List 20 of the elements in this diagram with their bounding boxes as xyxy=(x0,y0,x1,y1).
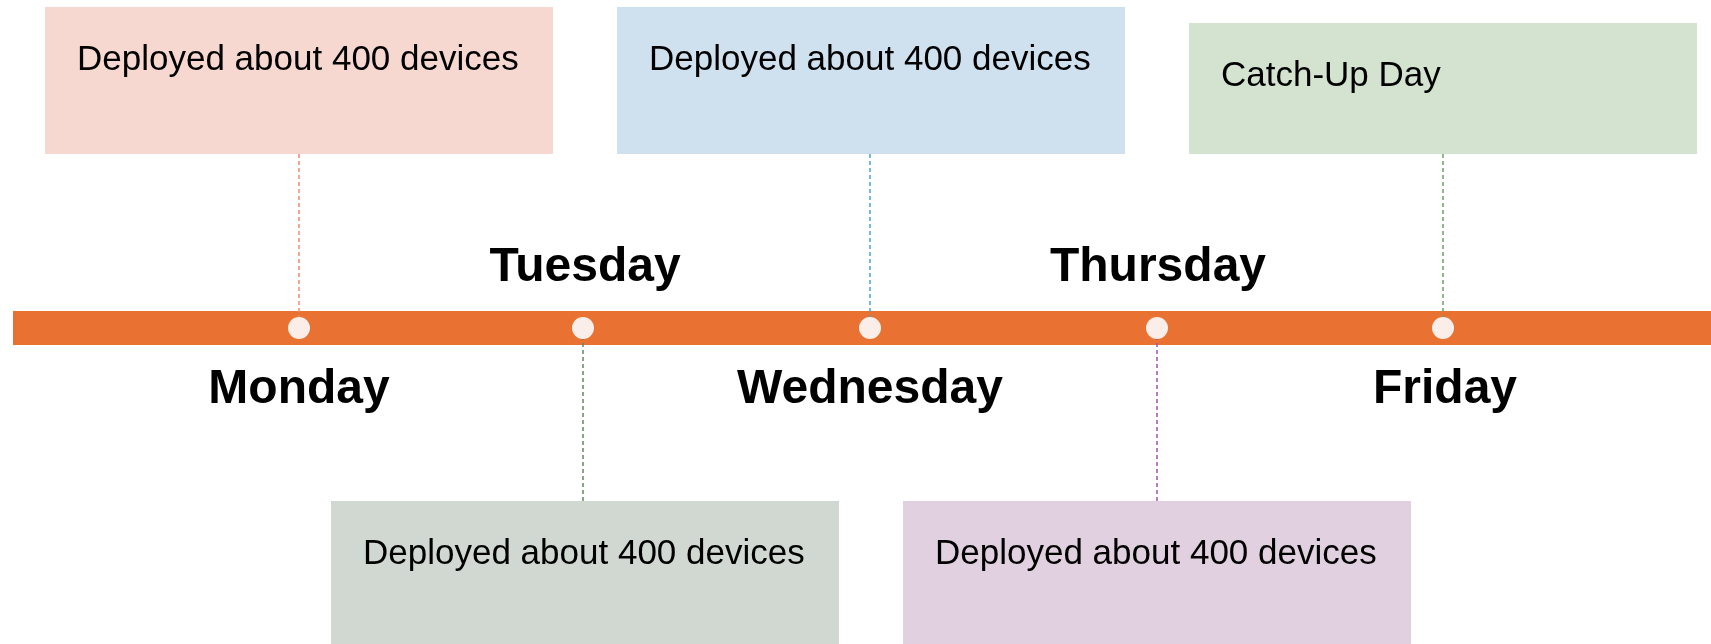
day-label: Tuesday xyxy=(489,237,681,293)
leader-line xyxy=(298,153,300,318)
leader-line xyxy=(1156,338,1158,502)
event-text: Deployed about 400 devices xyxy=(935,531,1378,573)
event-text: Deployed about 400 devices xyxy=(77,37,520,79)
event-box xyxy=(903,501,1411,644)
leader-line xyxy=(869,153,871,318)
day-label: Friday xyxy=(1373,359,1517,415)
event-text: Deployed about 400 devices xyxy=(363,531,806,573)
event-box xyxy=(617,7,1125,154)
leader-line xyxy=(582,338,584,502)
event-box xyxy=(1189,23,1697,154)
event-box xyxy=(45,7,553,154)
day-label: Monday xyxy=(208,359,390,415)
event-text: Deployed about 400 devices xyxy=(649,37,1092,79)
leader-line xyxy=(1442,153,1444,318)
event-box xyxy=(331,501,839,644)
day-label: Wednesday xyxy=(737,359,1003,415)
event-text: Catch-Up Day xyxy=(1221,53,1442,95)
day-label: Thursday xyxy=(1050,237,1266,293)
